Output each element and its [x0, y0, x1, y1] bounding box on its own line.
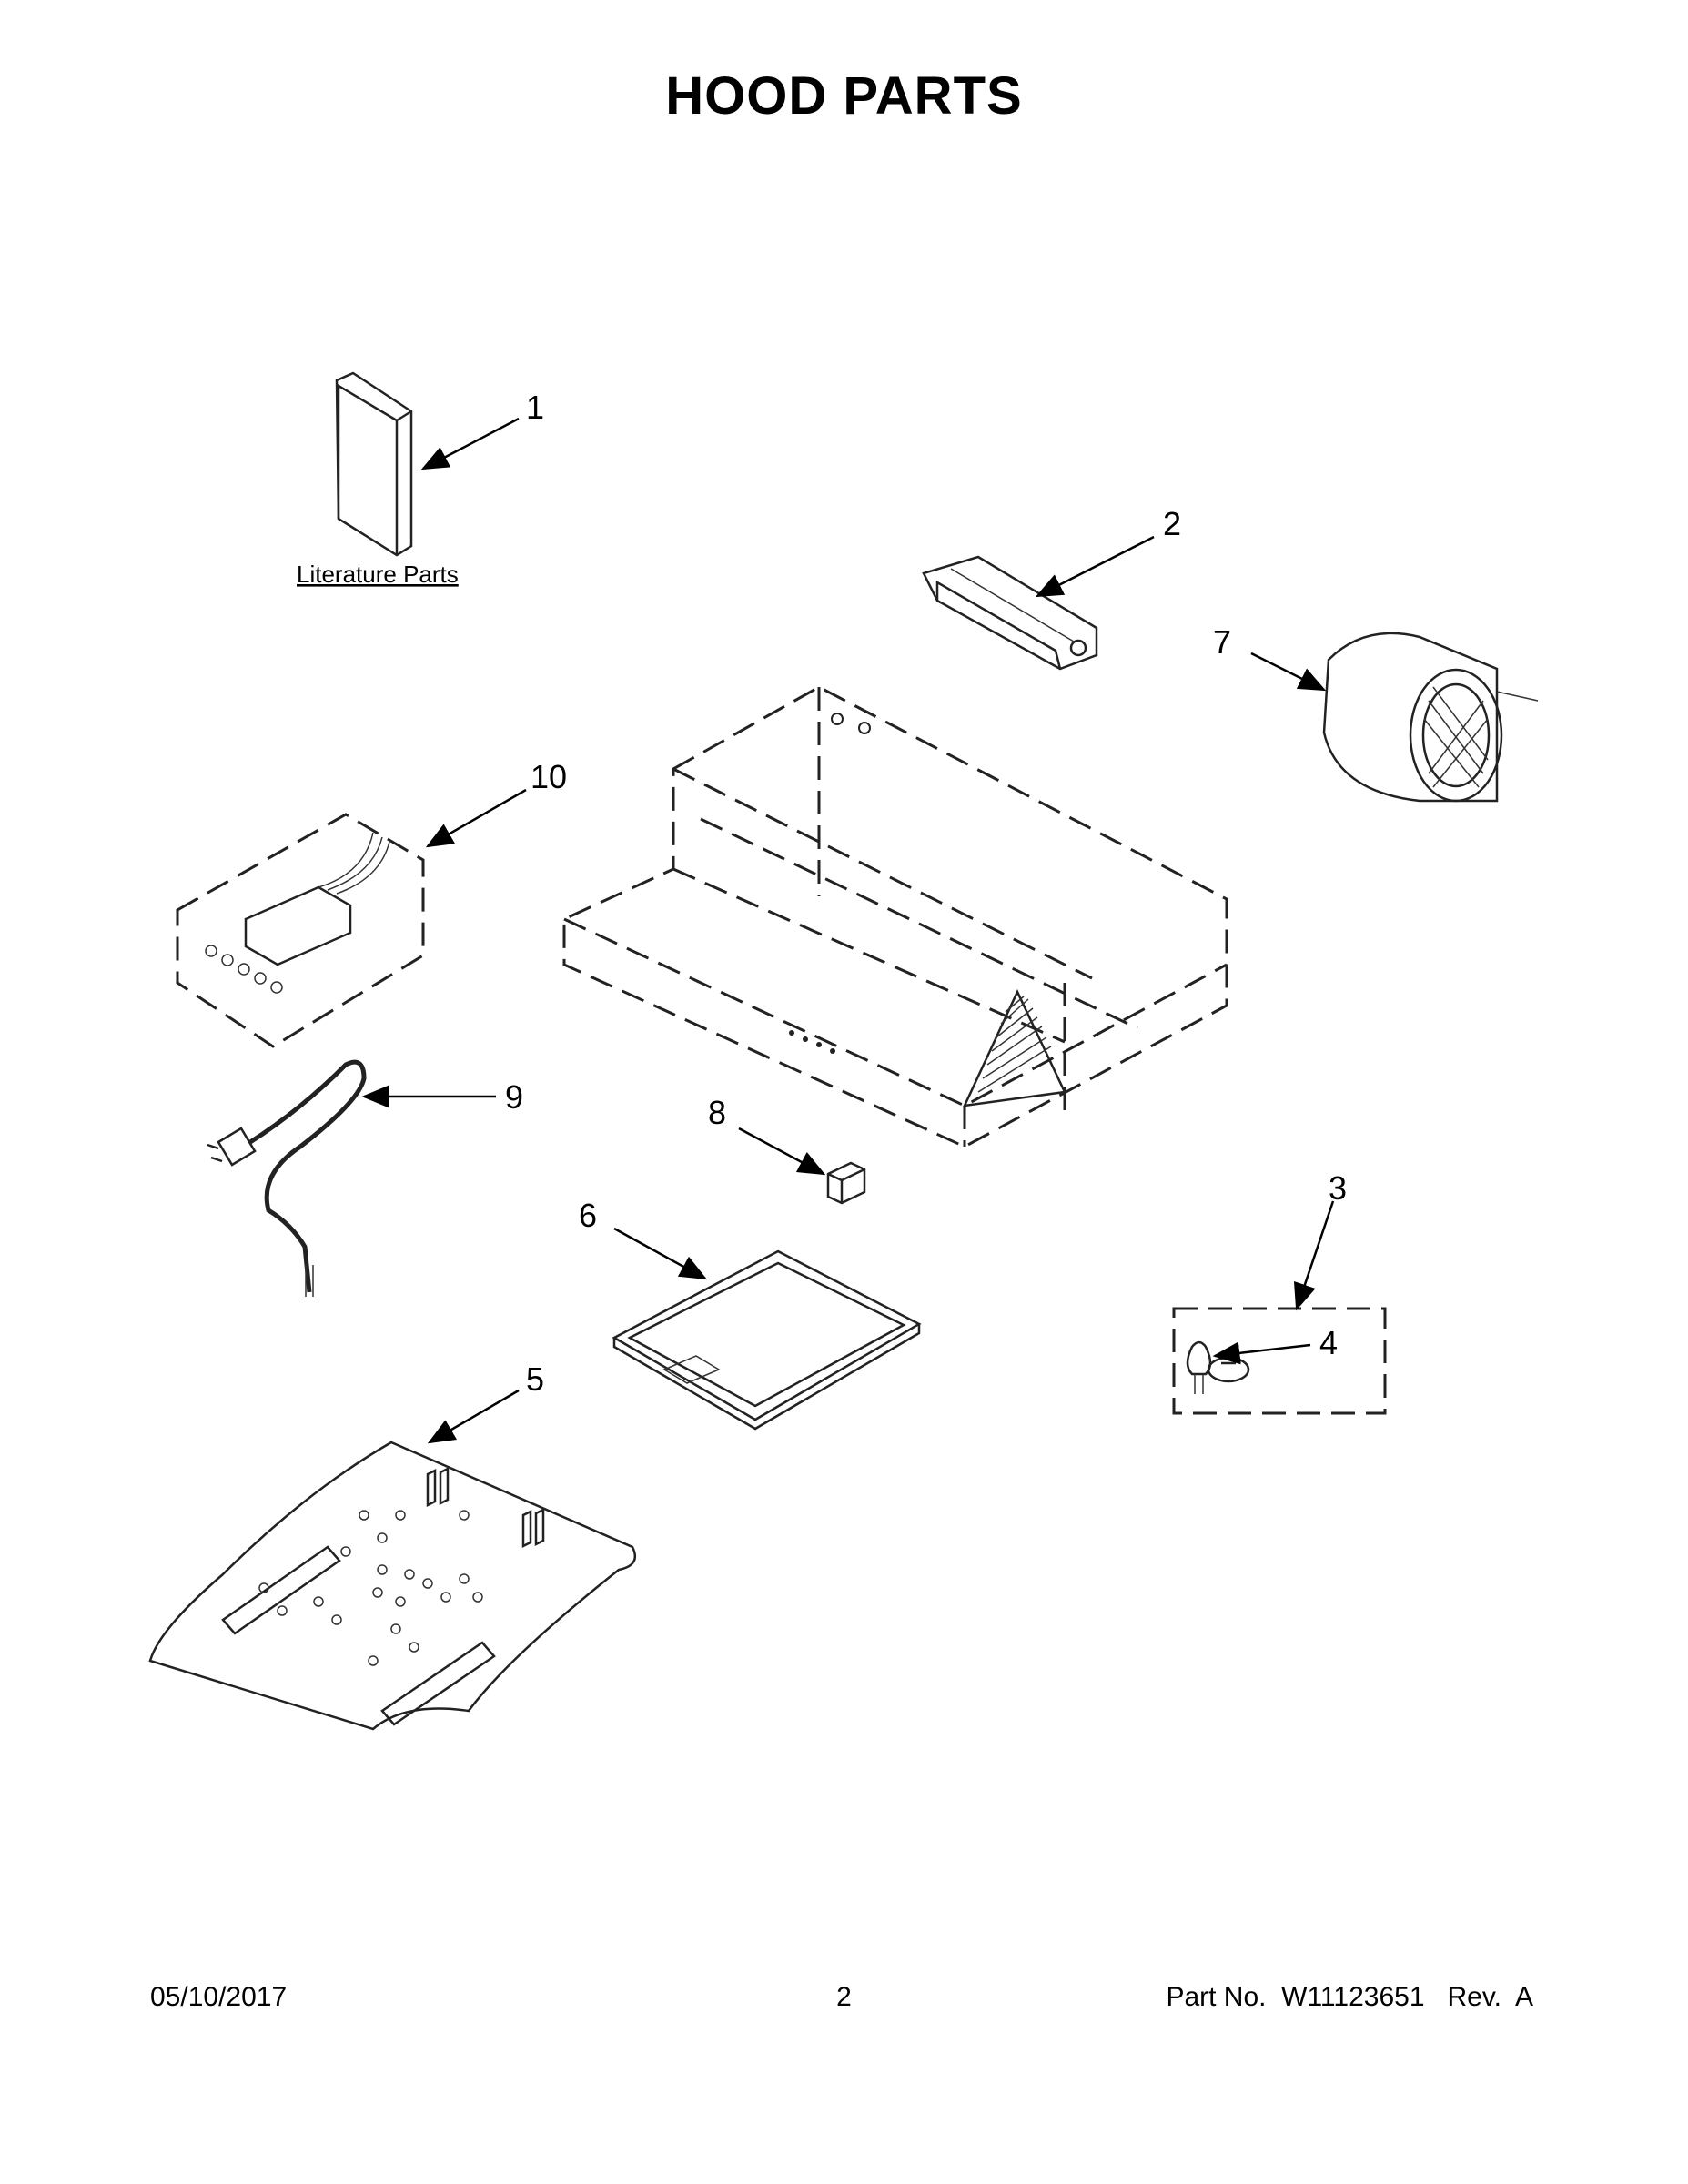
literature-booklet [335, 371, 413, 557]
blower-wheel [1322, 632, 1539, 803]
callout-5: 5 [526, 1360, 544, 1398]
hood-body [562, 685, 1228, 1148]
leader-7 [1250, 652, 1327, 692]
leader-8 [738, 1127, 826, 1176]
switch-part [826, 1161, 866, 1205]
leader-3 [1293, 1200, 1335, 1311]
hardware-bag [148, 1441, 637, 1731]
literature-parts-label: Literature Parts [297, 561, 459, 588]
leader-5 [427, 1389, 520, 1444]
footer-part-number: Part No. W11123651 Rev. A [1166, 1982, 1533, 2012]
callout-4: 4 [1319, 1324, 1338, 1361]
leader-2 [1035, 535, 1155, 598]
callout-9: 9 [505, 1078, 523, 1116]
callout-3: 3 [1329, 1169, 1347, 1207]
callout-1: 1 [526, 389, 544, 426]
grease-filter [612, 1249, 922, 1431]
leader-1 [420, 417, 520, 470]
lamp-kit [1172, 1307, 1387, 1415]
leader-10 [425, 788, 527, 848]
bracket-part [922, 555, 1098, 671]
callout-7: 7 [1213, 623, 1231, 661]
callout-8: 8 [708, 1094, 726, 1131]
power-cord [207, 1059, 367, 1297]
callout-6: 6 [579, 1197, 597, 1234]
control-board [176, 813, 425, 1048]
page-title: HOOD PARTS [665, 66, 1023, 126]
footer-date: 05/10/2017 [150, 1982, 288, 2012]
callout-10: 10 [531, 758, 567, 795]
footer-page-number: 2 [836, 1982, 852, 2012]
callout-2: 2 [1163, 505, 1181, 542]
leader-4 [1212, 1341, 1311, 1365]
leader-6 [613, 1227, 708, 1280]
